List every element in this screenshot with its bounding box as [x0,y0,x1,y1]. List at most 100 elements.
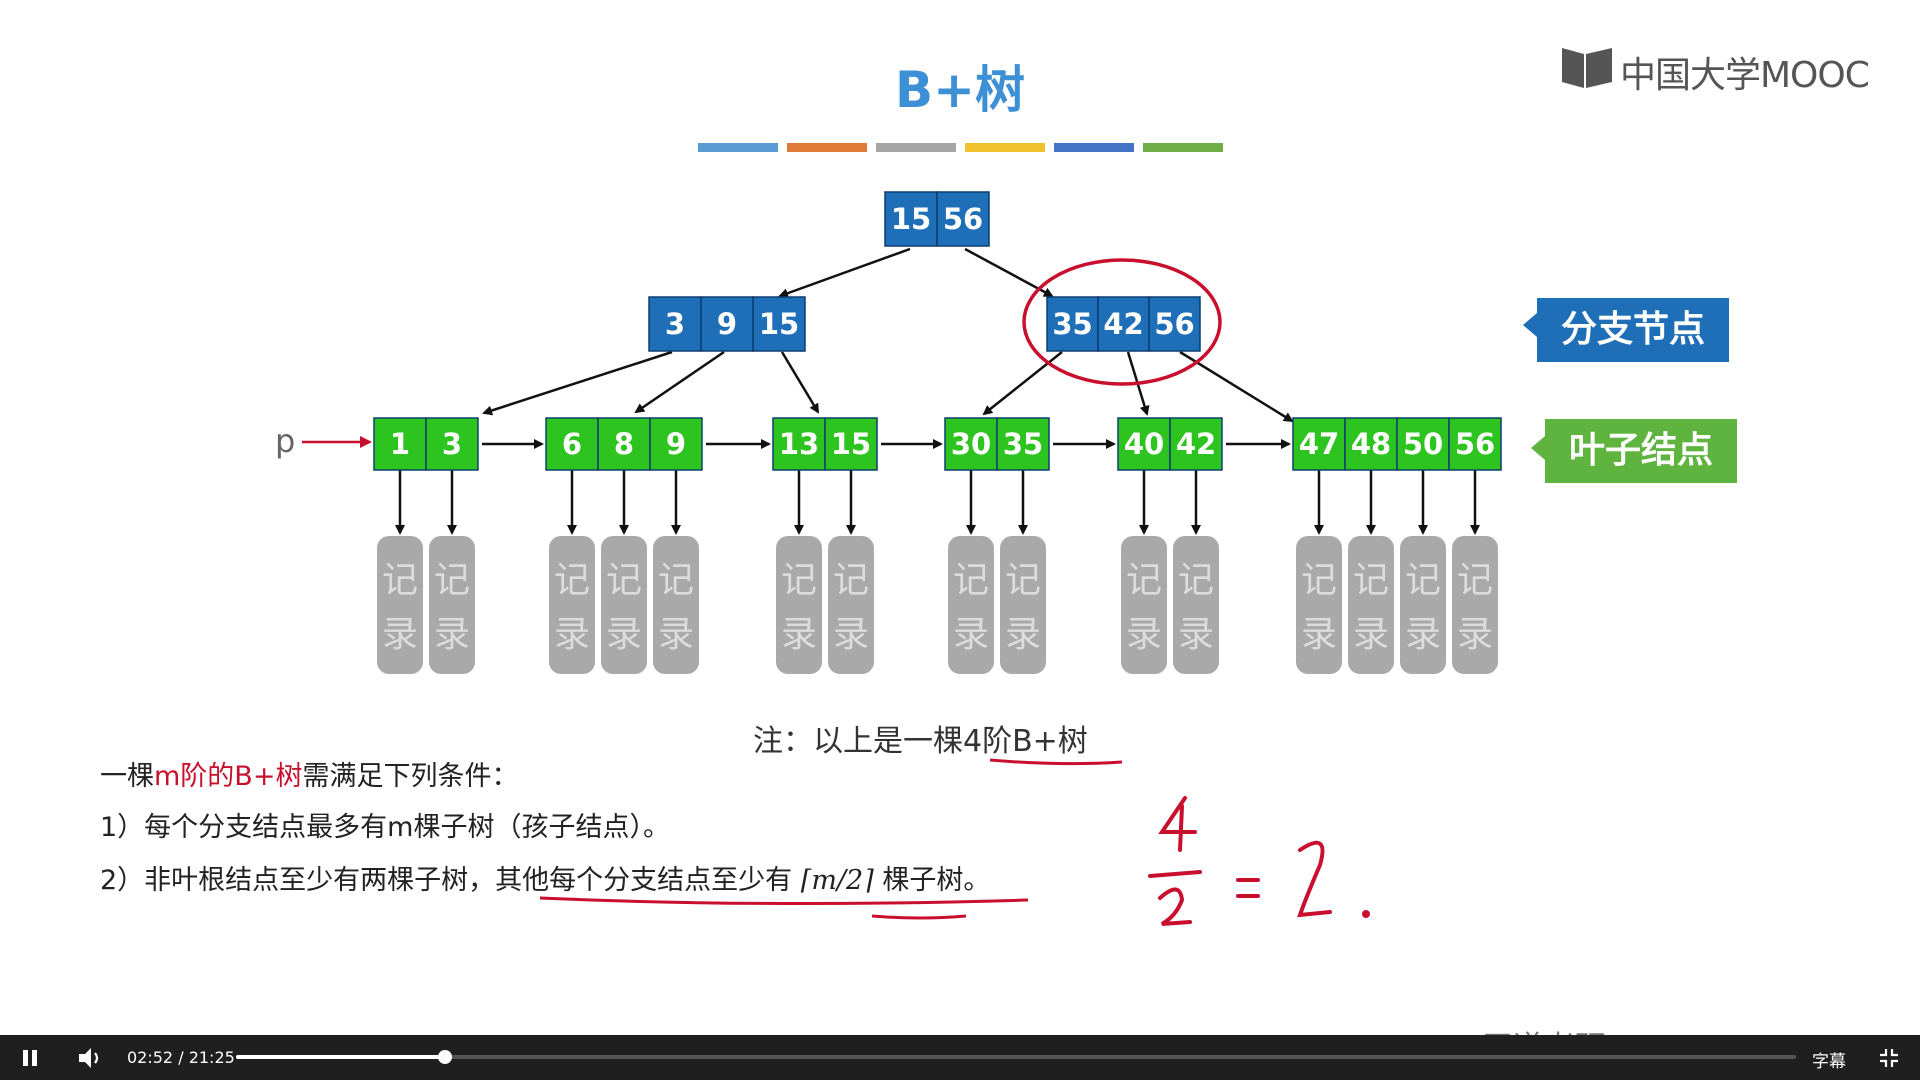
slide-title: B+树 [894,61,1025,119]
record-label-bottom: 录 [1126,614,1162,655]
node-key: 8 [614,427,634,461]
condition-2-formula: ⌈m/2⌉ [800,865,874,896]
progress-thumb[interactable] [438,1050,453,1064]
volume-icon[interactable] [76,1045,104,1071]
record-block: 记录 [1121,536,1167,674]
record-shape [1296,536,1342,674]
node-key: 3 [442,427,462,461]
node-key: 15 [891,202,931,236]
branch-tag-arrow [1523,313,1537,337]
tree-edge [780,351,820,414]
record-block: 记录 [377,536,423,674]
subtitle-button[interactable]: 字幕 [1812,1052,1846,1072]
record-block: 记录 [549,536,595,674]
record-label-top: 记 [1457,560,1493,601]
node-key-cell [1117,417,1171,471]
record-label-top: 记 [953,560,989,601]
node-key-cell [700,296,754,352]
node-key: 48 [1351,427,1391,461]
tree-note: 注：以上是一棵4阶B+树 [753,724,1088,759]
record-label-top: 记 [1353,560,1389,601]
exit-fullscreen-icon[interactable] [1878,1047,1900,1069]
node-key-cell [944,417,998,471]
record-label-top: 记 [554,560,590,601]
record-block: 记录 [1348,536,1394,674]
record-shape [1000,536,1046,674]
node-key: 15 [831,427,871,461]
record-block: 记录 [776,536,822,674]
node-key: 9 [717,307,737,341]
node-key-cell [1169,417,1223,471]
color-bar-segment [876,143,956,152]
node-key-cell [936,191,990,247]
record-block: 记录 [1400,536,1446,674]
record-label-bottom: 录 [1405,614,1441,655]
node-key-cell [373,417,427,471]
record-label-top: 记 [1301,560,1337,601]
condition-2: 2）非叶根结点至少有两棵子树，其他每个分支结点至少有 ⌈m/2⌉ 棵子树。 [100,858,990,897]
conditions-highlight: m阶的B+树 [154,761,303,792]
node-key-cell [824,417,878,471]
video-player-controls: 02:52 / 21:25 字幕 [0,1035,1920,1080]
node-key-cell [649,417,703,471]
color-bar-segment [965,143,1045,152]
node-key-cell [1344,417,1398,471]
record-shape [549,536,595,674]
node-key-cell [772,417,826,471]
handwritten-underline-condition [539,896,1029,906]
record-shape [1400,536,1446,674]
color-bar-segment [1054,143,1134,152]
total-time: 21:25 [188,1048,235,1067]
node-key: 35 [1003,427,1043,461]
node-key: 30 [951,427,991,461]
condition-1: 1）每个分支结点最多有m棵子树（孩子结点）。 [100,812,670,843]
record-block: 记录 [653,536,699,674]
record-block: 记录 [1452,536,1498,674]
tree-edge [982,351,1063,416]
record-label-top: 记 [781,560,817,601]
node-key: 42 [1103,307,1143,341]
conditions-suffix: 需满足下列条件： [302,761,519,792]
record-block: 记录 [948,536,994,674]
node-key: 3 [665,307,685,341]
node-key-cell [1148,296,1201,352]
pause-icon[interactable] [20,1047,40,1069]
record-shape [601,536,647,674]
node-key: 42 [1176,427,1216,461]
record-label-bottom: 录 [606,614,642,655]
tree-edge [482,350,673,416]
record-shape [1173,536,1219,674]
record-shape [653,536,699,674]
conditions-heading: 一棵m阶的B+树需满足下列条件： [100,754,518,793]
record-block: 记录 [601,536,647,674]
handwritten-circle [1022,258,1222,386]
node-key-cell [996,417,1050,471]
node-key: 9 [666,427,686,461]
progress-bar[interactable] [236,1050,1796,1064]
record-label-bottom: 录 [833,614,869,655]
leaf-node: 30 35 [944,417,1050,471]
record-label-top: 记 [833,560,869,601]
node-key-cell [597,417,651,471]
record-label-bottom: 录 [1353,614,1389,655]
node-key: 1 [390,427,410,461]
time-separator: / [178,1048,184,1067]
tree-edges [302,247,1480,535]
record-shape [828,536,874,674]
node-key-cell [648,296,702,352]
node-key-cell [425,417,479,471]
record-shape [377,536,423,674]
record-label-top: 记 [1405,560,1441,601]
record-label-bottom: 录 [1178,614,1214,655]
record-shape [1121,536,1167,674]
node-key-cell [1396,417,1450,471]
record-label-bottom: 录 [953,614,989,655]
color-bar-segment [787,143,867,152]
node-key: 56 [943,202,983,236]
